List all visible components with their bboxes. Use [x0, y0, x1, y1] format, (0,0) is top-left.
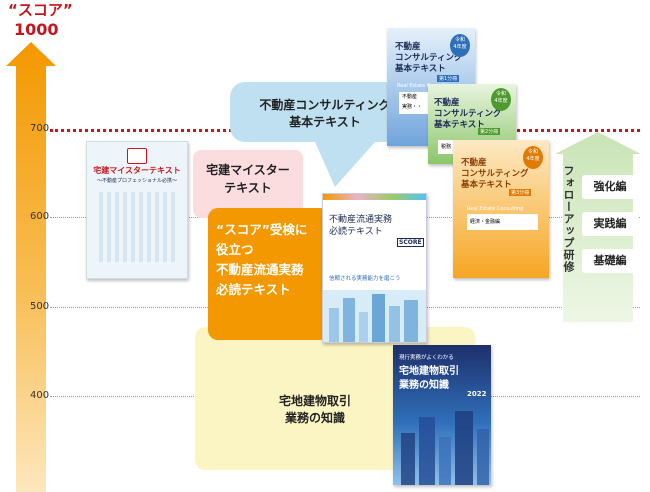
score-arrow — [6, 42, 56, 492]
consulting-vol3-title: 不動産 コンサルティング 基本テキスト — [461, 158, 529, 190]
ryutsu-stripe — [323, 194, 426, 200]
follow-up-practical: 実践編 — [582, 212, 638, 236]
tick-700: 700 — [30, 123, 50, 134]
score-text-box — [208, 208, 330, 340]
ryutsu-title-bottom: 必読テキスト — [329, 227, 383, 237]
takken-book-title: 宅建マイスターテキスト — [93, 166, 181, 175]
consulting-vol3-item: 経済・金融編 — [467, 214, 538, 230]
book-ryutsu: 不動産流通実務 必読テキスト SCORE 信頼される実務能力を磨こう — [322, 193, 427, 343]
score-title: “スコア” — [8, 1, 73, 19]
zone-consulting-label: 不動産コンサルティング 基本テキスト — [259, 98, 391, 129]
torihiki-year: 2022 — [467, 390, 487, 398]
consulting-vol2-badge: 令和 4年度 — [491, 88, 511, 111]
ryutsu-slogan: 信頼される実務能力を磨こう — [329, 276, 401, 282]
follow-up-basic: 基礎編 — [582, 249, 638, 273]
ryutsu-score-badge: SCORE — [397, 238, 424, 247]
tick-400: 400 — [30, 390, 50, 401]
torihiki-kicker: 現行実務がよくわかる — [399, 355, 454, 361]
takken-logo — [127, 148, 147, 164]
consulting-vol2-volume: 第2分冊 — [478, 128, 501, 135]
book-takken-master: 宅建マイスターテキスト ～不動産プロフェッショナル必携～ — [86, 141, 188, 279]
ryutsu-cityscape — [323, 290, 426, 342]
follow-up-title: フォローアップ研修 — [562, 165, 575, 273]
consulting-vol3-sub: Real Estate Consulting — [467, 206, 524, 212]
tick-600: 600 — [30, 211, 50, 222]
consulting-vol2-title: 不動産 コンサルティング 基本テキスト — [434, 98, 502, 130]
ryutsu-title-top: 不動産流通実務 — [329, 215, 393, 225]
consulting-vol1-volume: 第1分冊 — [437, 75, 460, 82]
torihiki-cityscape — [401, 411, 489, 485]
zone-transaction-label: 宅地建物取引 業務の知識 — [278, 394, 351, 425]
zone-takken-master — [193, 150, 303, 218]
follow-up-advanced: 強化編 — [582, 175, 638, 199]
score-max-label: 1000 — [14, 20, 59, 39]
consulting-vol3-volume: 第3分冊 — [509, 189, 532, 196]
consulting-vol3-badge: 令和 4年度 — [523, 146, 543, 169]
book-consulting-vol3: 不動産 コンサルティング 基本テキスト 令和 4年度 第3分冊 Real Est… — [453, 140, 549, 278]
takken-book-chart — [99, 192, 175, 262]
zone-consulting — [230, 82, 415, 187]
score-text-label: “スコア”受検に 役立つ 不動産流通実務 必読テキスト — [216, 222, 308, 297]
consulting-vol1-badge: 令和 4年度 — [450, 34, 470, 57]
torihiki-title: 宅地建物取引 業務の知識 — [399, 366, 459, 391]
book-torihiki: 現行実務がよくわかる 宅地建物取引 業務の知識 2022 — [393, 345, 491, 485]
takken-book-subtitle: ～不動産プロフェッショナル必携～ — [96, 178, 177, 184]
consulting-vol1-sub: Real Estate Consulting — [397, 83, 454, 89]
consulting-vol1-item2: 実務・・ — [402, 104, 423, 110]
consulting-vol1-item1: 不動産 — [402, 94, 418, 100]
consulting-vol1-title: 不動産 コンサルティング 基本テキスト — [395, 42, 463, 74]
zone-takken-master-label: 宅建マイスター テキスト — [206, 163, 290, 195]
tick-500: 500 — [30, 301, 50, 312]
